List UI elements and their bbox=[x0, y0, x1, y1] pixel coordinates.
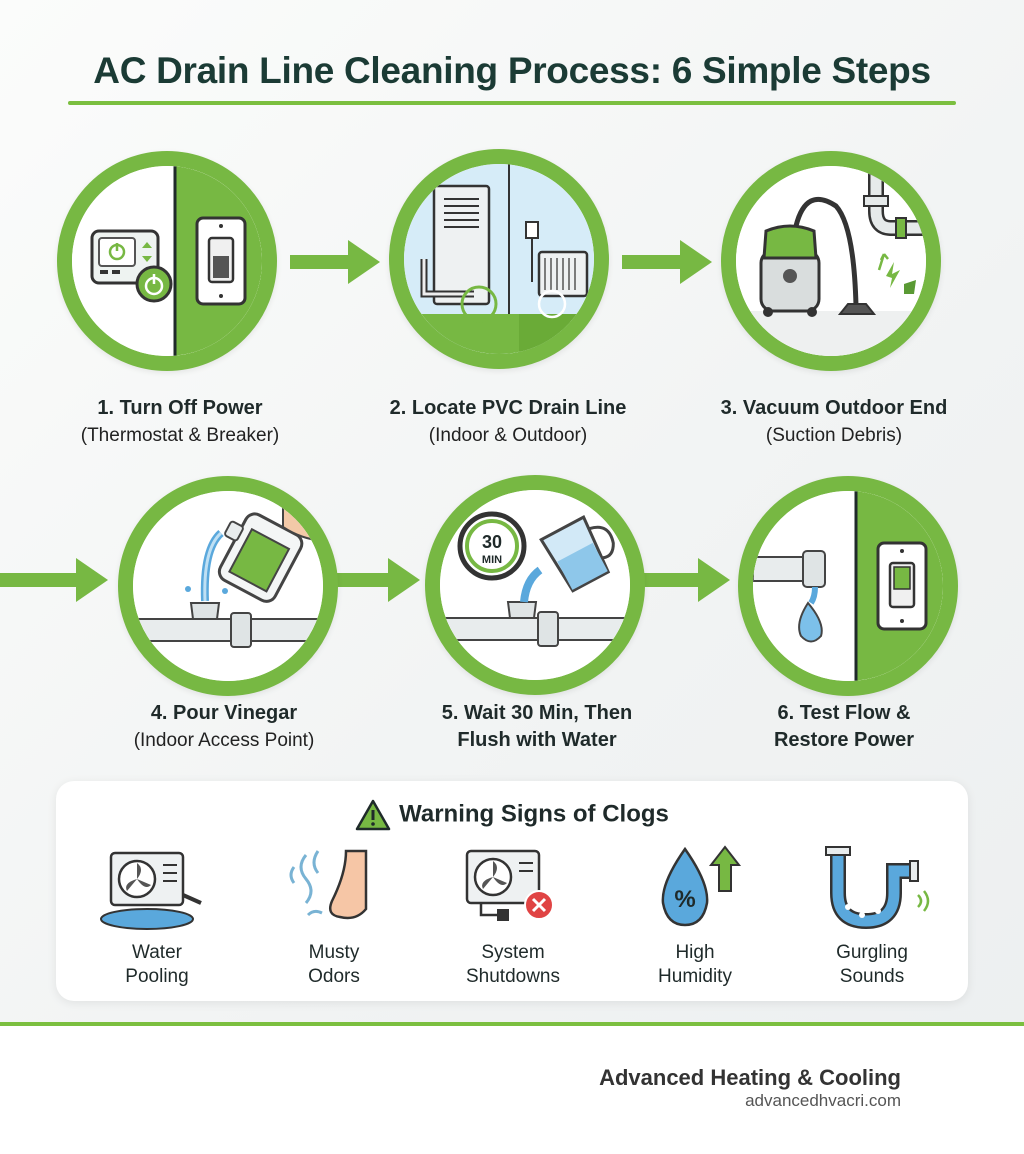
nose-smell-icon bbox=[289, 849, 368, 920]
sign-line1: System bbox=[481, 942, 545, 963]
warning-triangle-icon bbox=[355, 799, 391, 831]
svg-text:%: % bbox=[674, 886, 695, 913]
sign-line1: Musty bbox=[308, 942, 360, 963]
step-5-title: 5. Wait 30 Min, Then bbox=[441, 702, 633, 724]
sign-label: High Humidity bbox=[620, 941, 770, 989]
step-2-circle bbox=[389, 149, 609, 369]
sign-musty-odors: Musty Odors bbox=[259, 843, 409, 989]
sign-line2: Shutdowns bbox=[465, 966, 560, 987]
step-2-title: 2. Locate PVC Drain Line bbox=[389, 397, 627, 419]
arrow-icon bbox=[290, 240, 380, 284]
sign-line1: Water bbox=[132, 942, 182, 963]
footer-divider bbox=[0, 1022, 1024, 1026]
step-4-circle bbox=[118, 476, 338, 696]
leaking-unit-icon bbox=[100, 851, 202, 930]
arrow-icon bbox=[622, 240, 712, 284]
sign-line2: Sounds bbox=[839, 966, 905, 987]
step-6-title-line2: Restore Power bbox=[773, 729, 915, 751]
pipe-switch-icon bbox=[753, 491, 943, 681]
step-2-subtitle: (Indoor & Outdoor) bbox=[428, 425, 588, 446]
sign-high-humidity: % High Humidity bbox=[620, 843, 770, 989]
footer bbox=[0, 1026, 1024, 1154]
warning-heading: Warning Signs of Clogs bbox=[56, 799, 968, 831]
step-4-title: 4. Pour Vinegar bbox=[150, 702, 298, 724]
sign-system-shutdowns: System Shutdowns bbox=[438, 843, 588, 989]
sign-water-pooling: Water Pooling bbox=[82, 843, 232, 989]
step-1-title: 1. Turn Off Power bbox=[97, 397, 263, 419]
arrow-icon bbox=[640, 558, 730, 602]
sign-label: Musty Odors bbox=[259, 941, 409, 989]
step-6-title: 6. Test Flow & bbox=[777, 702, 911, 724]
hvac-units-icon bbox=[404, 164, 594, 354]
timer-pitcher-icon: 30 MIN bbox=[440, 490, 630, 680]
step-1-circle bbox=[57, 151, 277, 371]
sign-line1: High bbox=[675, 942, 715, 963]
gurgling-pipe-icon bbox=[825, 846, 930, 930]
page-title: AC Drain Line Cleaning Process: 6 Simple… bbox=[93, 50, 931, 91]
sign-line2: Odors bbox=[308, 966, 360, 987]
sign-line2: Humidity bbox=[658, 966, 732, 987]
sign-label: Gurgling Sounds bbox=[797, 941, 947, 989]
step-3-subtitle: (Suction Debris) bbox=[765, 425, 903, 446]
sign-gurgling-sounds: Gurgling Sounds bbox=[797, 843, 947, 989]
step-3-title: 3. Vacuum Outdoor End bbox=[720, 397, 948, 419]
arrow-icon bbox=[0, 558, 108, 602]
step-5-title-line2: Flush with Water bbox=[457, 729, 617, 751]
step-3-circle bbox=[721, 151, 941, 371]
arrow-icon bbox=[330, 558, 420, 602]
step-4-subtitle: (Indoor Access Point) bbox=[133, 730, 315, 751]
timer-unit: MIN bbox=[482, 554, 502, 566]
wet-vacuum-icon bbox=[736, 166, 926, 356]
step-5-circle: 30 MIN bbox=[425, 475, 645, 695]
sign-label: System Shutdowns bbox=[438, 941, 588, 989]
step-1-subtitle: (Thermostat & Breaker) bbox=[80, 425, 280, 446]
website-link[interactable]: advancedhvacri.com bbox=[745, 1091, 901, 1110]
thermostat-breaker-icon bbox=[72, 166, 262, 356]
warning-heading-text: Warning Signs of Clogs bbox=[399, 800, 669, 828]
vinegar-bottle-icon bbox=[133, 491, 323, 681]
brand-name: Advanced Heating & Cooling bbox=[599, 1065, 901, 1090]
sign-line2: Pooling bbox=[125, 966, 189, 987]
sign-line1: Gurgling bbox=[836, 942, 908, 963]
sign-label: Water Pooling bbox=[82, 941, 232, 989]
unit-error-icon bbox=[465, 849, 554, 921]
humidity-drop-icon: % bbox=[661, 845, 742, 927]
title-underline bbox=[68, 101, 956, 105]
step-6-circle bbox=[738, 476, 958, 696]
timer-value: 30 bbox=[482, 532, 502, 552]
warning-signs-panel: Warning Signs of Clogs Water Pooling Mus… bbox=[56, 781, 968, 1001]
